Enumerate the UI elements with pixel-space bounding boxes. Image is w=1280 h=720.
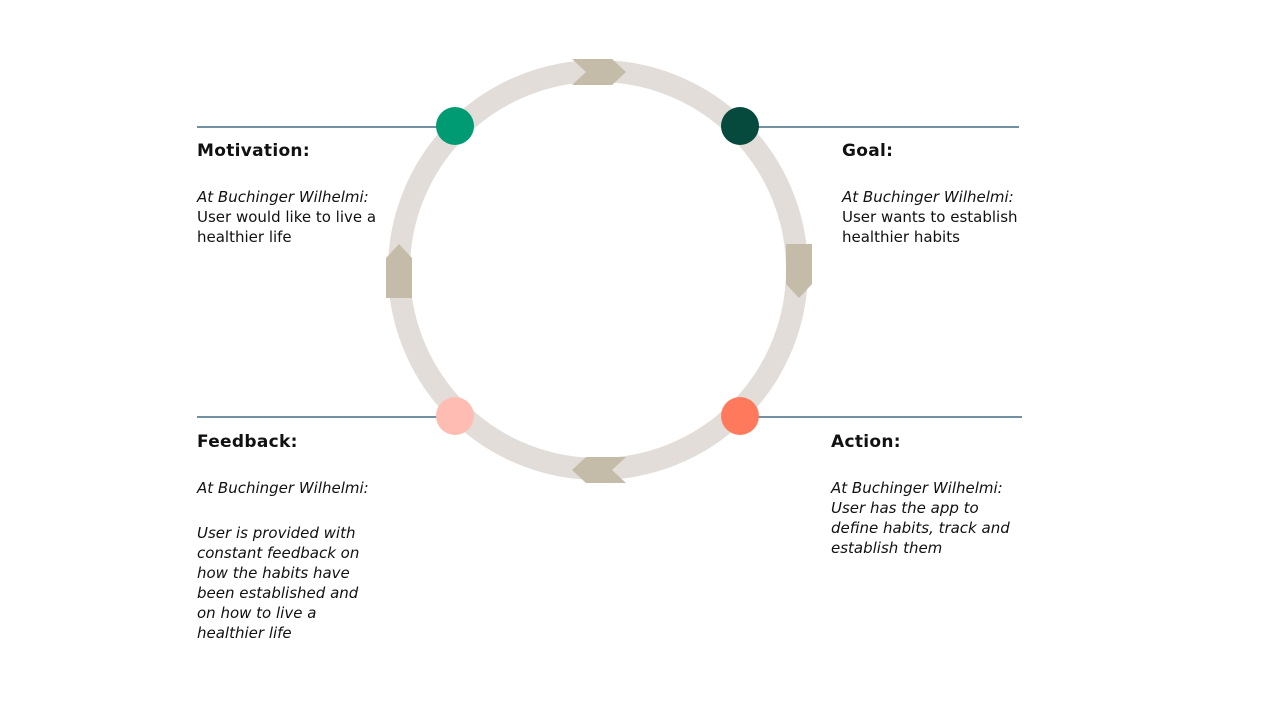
feedback-block: Feedback: At Buchinger Wilhelmi: User is…	[197, 431, 417, 643]
motivation-block: Motivation: At Buchinger Wilhelmi: User …	[197, 140, 417, 247]
feedback-heading: Feedback:	[197, 432, 298, 452]
motivation-line: healthier life	[197, 228, 292, 246]
action-subtitle: At Buchinger Wilhelmi:	[831, 479, 1003, 497]
feedback-subtitle: At Buchinger Wilhelmi:	[197, 479, 369, 497]
goal-block: Goal: At Buchinger Wilhelmi: User wants …	[842, 140, 1062, 247]
feedback-line: User is provided with	[197, 524, 356, 542]
action-line: User has the app to	[831, 499, 979, 517]
feedback-line: healthier life	[197, 624, 292, 642]
action-line: define habits, track and	[831, 519, 1010, 537]
feedback-line: been established and	[197, 584, 359, 602]
motivation-node	[436, 107, 474, 145]
motivation-subtitle: At Buchinger Wilhelmi:	[197, 188, 369, 206]
feedback-line: constant feedback on	[197, 544, 360, 562]
goal-line: healthier habits	[842, 228, 960, 246]
action-node	[721, 397, 759, 435]
arrow-top-right	[572, 59, 626, 85]
action-heading: Action:	[831, 432, 901, 452]
motivation-line: User would like to live a	[197, 208, 377, 226]
feedback-line: how the habits have	[197, 564, 350, 582]
arrow-left-up	[386, 244, 412, 298]
feedback-node	[436, 397, 474, 435]
action-line: establish them	[831, 539, 943, 557]
action-block: Action: At Buchinger Wilhelmi: User has …	[831, 431, 1061, 558]
feedback-line: on how to live a	[197, 604, 317, 622]
arrow-bottom-left	[572, 457, 626, 483]
goal-subtitle: At Buchinger Wilhelmi:	[842, 188, 1014, 206]
goal-line: User wants to establish	[842, 208, 1018, 226]
goal-heading: Goal:	[842, 141, 894, 161]
motivation-heading: Motivation:	[197, 141, 310, 161]
goal-node	[721, 107, 759, 145]
arrow-right-down	[786, 244, 812, 298]
